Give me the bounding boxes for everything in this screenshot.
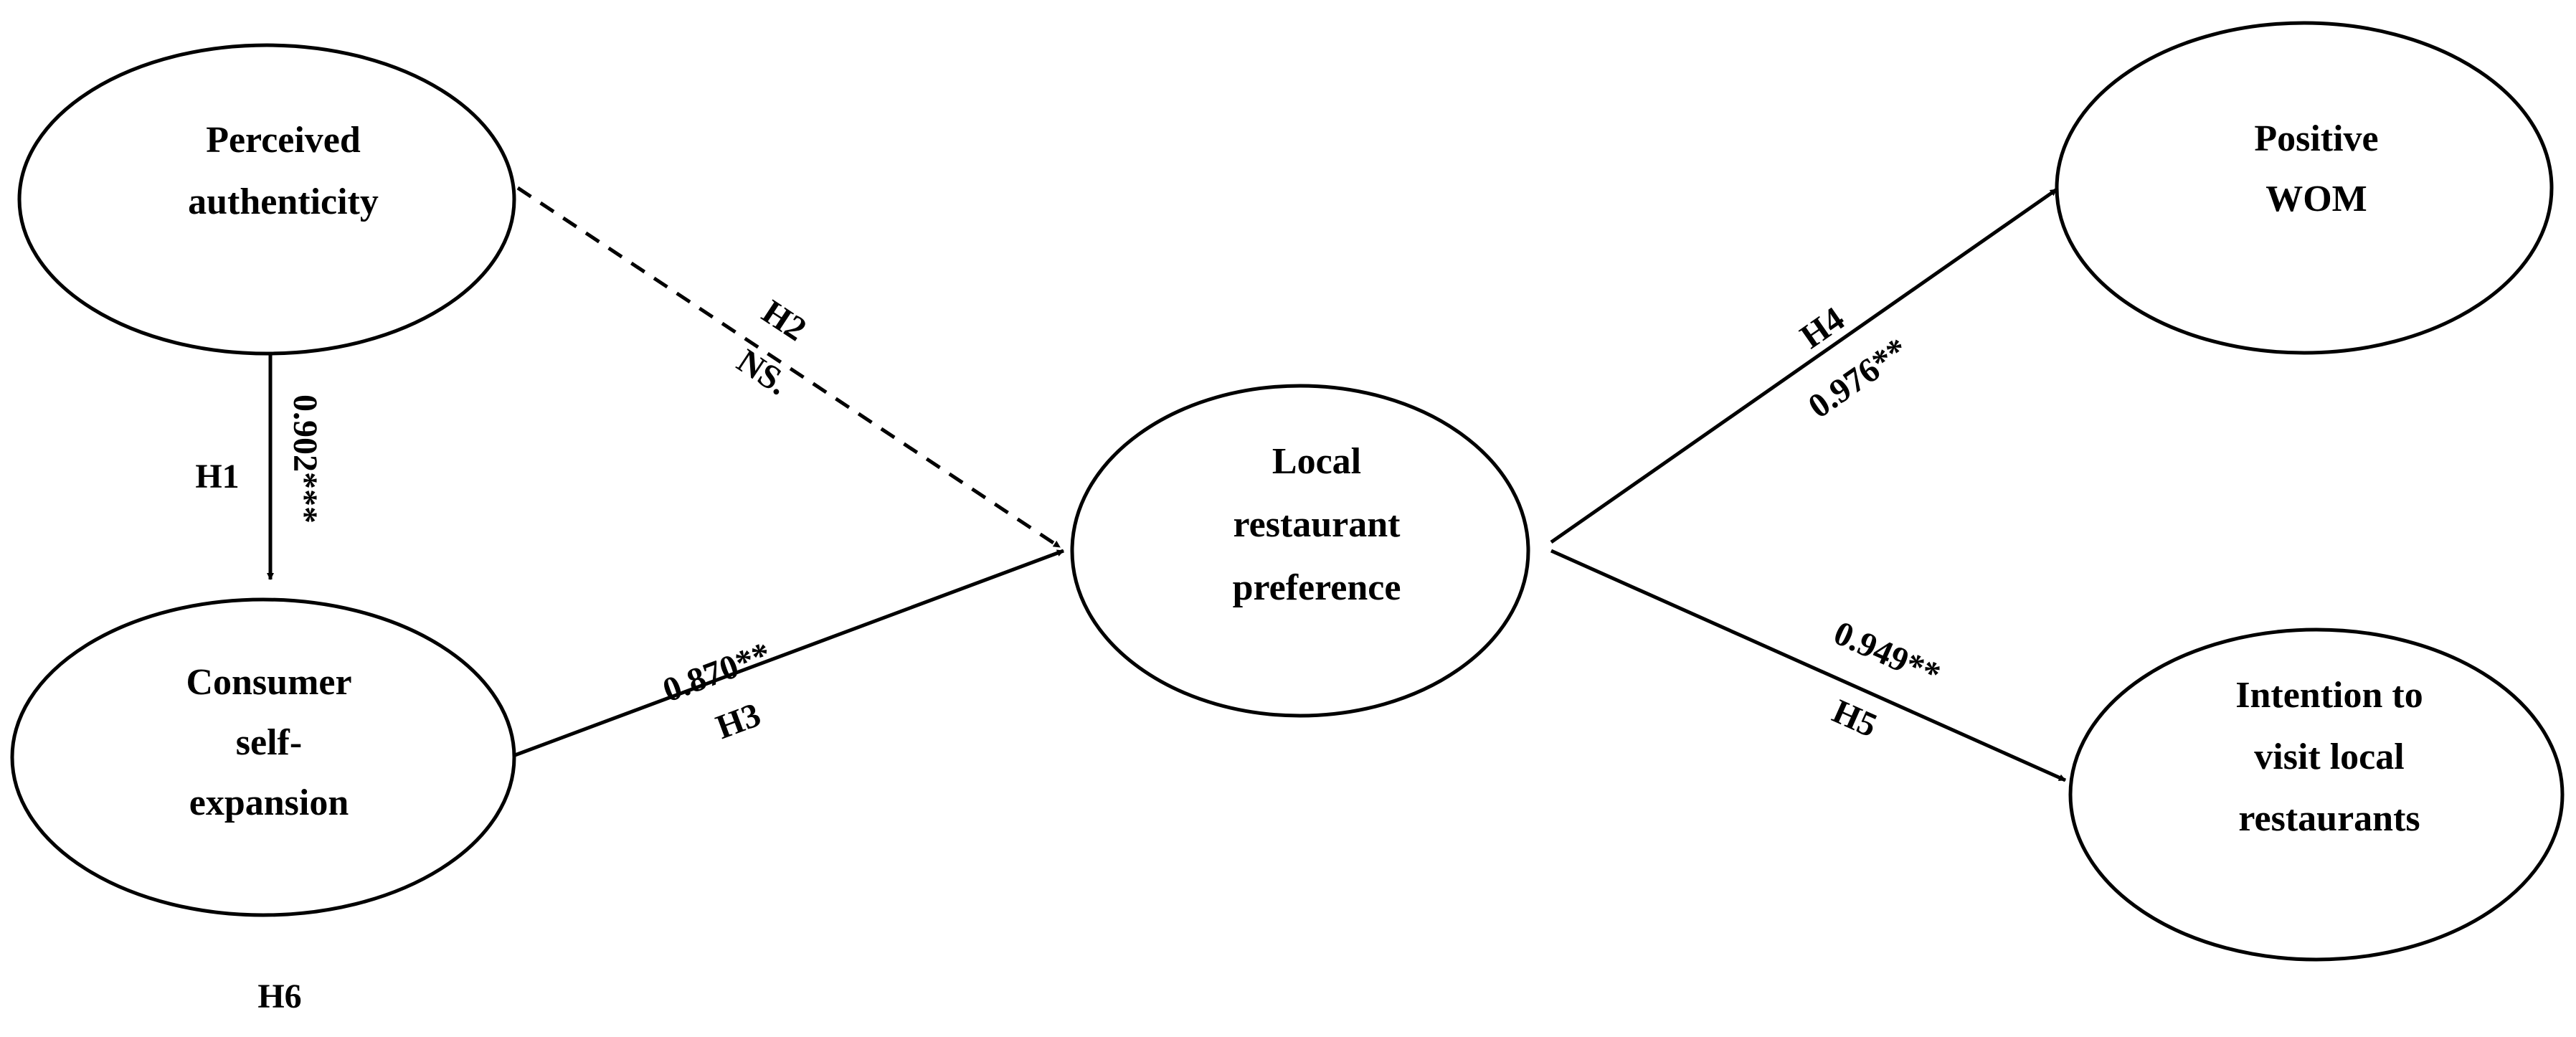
node-label-line: Intention to <box>2235 675 2423 716</box>
node-label-line: Perceived <box>206 120 361 161</box>
edge-h1-hypothesis: H1 <box>195 458 239 496</box>
edge-h3-hypothesis: H3 <box>711 696 766 747</box>
edge-h5 <box>1550 549 2067 782</box>
node-label-line: Positive <box>2254 118 2378 159</box>
node-label-line: self- <box>236 722 302 763</box>
node-consumer-self-expansion: Consumer self- expansion <box>10 597 516 917</box>
edge-h4-hypothesis: H4 <box>1794 300 1852 356</box>
edge-h5-hypothesis: H5 <box>1827 692 1883 744</box>
node-label-line: WOM <box>2265 179 2367 219</box>
node-label-line: expansion <box>189 782 349 823</box>
node-label-line: authenticity <box>188 181 379 222</box>
node-label-line: visit local <box>2254 737 2404 777</box>
h6-label: H6 <box>257 977 301 1015</box>
node-positive-wom: Positive WOM <box>2055 21 2554 355</box>
node-label-line: Consumer <box>186 662 351 703</box>
edge-h1-coefficient: 0.902*** <box>286 394 324 524</box>
node-local-restaurant-preference: Local restaurant preference <box>1070 384 1530 718</box>
edge-h2-coefficient: NS. <box>730 342 795 403</box>
edges <box>267 186 2067 782</box>
node-label-line: Local <box>1272 441 1361 482</box>
node-label-line: restaurants <box>2238 798 2420 839</box>
edge-h3 <box>514 549 1064 757</box>
node-perceived-authenticity: Perceived authenticity <box>17 43 516 356</box>
edge-h3-coefficient: 0.870** <box>658 635 776 709</box>
node-intention-to-visit: Intention to visit local restaurants <box>2068 628 2565 962</box>
node-label-line: restaurant <box>1233 504 1401 545</box>
node-label-line: preference <box>1233 567 1401 608</box>
edge-h4 <box>1550 187 2058 544</box>
edge-h2-hypothesis: H2 <box>755 293 813 349</box>
